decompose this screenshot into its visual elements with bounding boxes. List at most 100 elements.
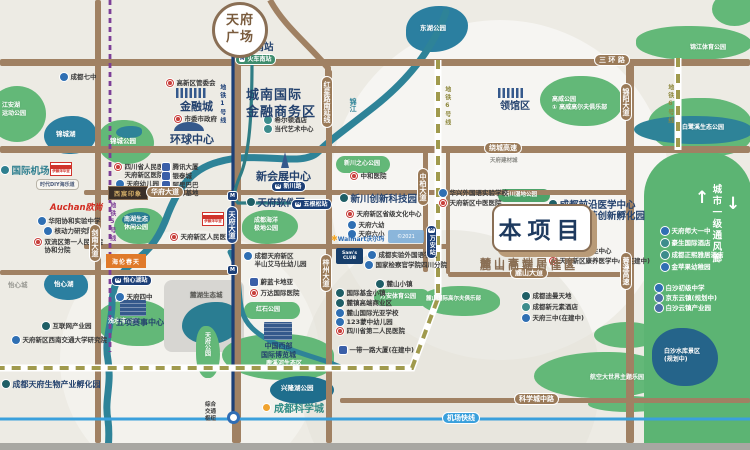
label-line: 新川创新科技园	[350, 194, 418, 205]
label-line: 锦江体育公园	[690, 44, 727, 51]
metro-logo-icon: M	[115, 277, 122, 284]
poi-label: 天府新区人民医院	[181, 233, 233, 241]
project-title: 本项目	[498, 218, 586, 244]
poi: 成都新元素酒店	[522, 303, 578, 311]
science-city-logo: 成都科学城	[262, 400, 324, 415]
block-icon	[264, 322, 292, 340]
label-line: 新川湿地公园	[504, 192, 538, 198]
poi-label: 天府新区中医医院	[450, 199, 502, 207]
label-line: 成都正熙雅居酒店	[671, 251, 724, 259]
school-icon	[365, 261, 373, 269]
poi: 新川创新科技园	[340, 194, 417, 206]
park-label: 成都海洋极地公园	[254, 217, 278, 232]
label-line: 极地公园	[254, 224, 279, 232]
park-label: 红石公园	[256, 306, 280, 314]
label-line: 半山艾马仕幼儿园	[254, 260, 307, 269]
label-line: 国家检察官学院四川分院	[375, 261, 448, 269]
poi-label: 天府六幼	[359, 221, 385, 229]
poi-label: 成都正熙雅居酒店	[672, 251, 724, 259]
poi-label: 麓山国际光亚学校	[347, 309, 399, 317]
poi-label: 国家检察官学院四川分院	[376, 261, 448, 269]
poi-label: 天府三中(在建中)	[533, 314, 584, 322]
label-line: 123蒙中幼儿园	[346, 318, 393, 326]
tianfu-square-line2: 广场	[225, 30, 254, 45]
tower-icon	[281, 152, 289, 168]
poi-label: 高新区管委会	[177, 79, 216, 87]
metro-line-label: 地铁1号线	[218, 84, 226, 125]
poi: 国家检察官学院四川分院	[365, 261, 447, 269]
brand-label: 西宸印象	[113, 190, 142, 198]
poi: 四川省第二人民医院	[336, 327, 405, 335]
park-label: 麓山国际高尔夫俱乐部	[426, 296, 481, 303]
road-horizontal	[0, 270, 237, 275]
label-line: 高威公园	[552, 96, 577, 103]
park-area	[712, 0, 750, 26]
plane-icon	[1, 166, 9, 174]
school-icon	[439, 189, 447, 197]
park-label: 鹿溪河生态区	[266, 360, 302, 368]
label-line: 天府六幼	[358, 221, 385, 229]
poi: 腾讯大厦	[162, 163, 199, 171]
label-line: 京东云镇(规划中)	[665, 294, 717, 302]
road-label-pill: 机场快线	[442, 412, 480, 425]
poi: 麓镇高端商业区	[336, 299, 392, 307]
landmark-icon	[247, 198, 255, 206]
poi-label: 成都新元素酒店	[533, 303, 579, 311]
cloud-icon	[655, 304, 663, 312]
park-label: 航空大世界主题乐园	[590, 374, 644, 382]
school-icon	[244, 252, 252, 260]
label-line: 高新区管委会	[176, 79, 216, 87]
landmark-icon	[2, 380, 10, 388]
area-label: 城南国际金融商务区	[246, 88, 316, 122]
red-icon	[336, 327, 344, 335]
label-line: 南湖生态	[124, 216, 149, 223]
poi-label: 新川创新科技园	[351, 194, 418, 206]
poi-label: 成都七中	[71, 73, 97, 81]
label-line: 天府公园	[203, 332, 211, 356]
label-line: 麓镇高端商业区	[346, 299, 393, 307]
metro-line-label: 地铁6号线	[666, 84, 674, 125]
red-icon	[439, 199, 447, 207]
poi: 天府新区康养医学中心(在建中)	[549, 257, 650, 265]
label-line: 生物医药创新孵化园	[559, 211, 646, 222]
metro-station-icon: M	[228, 192, 237, 200]
poi-label: 核动力研究院	[55, 227, 94, 235]
poi: 麓山小镇	[376, 280, 413, 288]
label-line: 天府三中(在建中)	[532, 314, 584, 322]
landmark-label: 环球中心	[170, 133, 214, 147]
walmart-spark-icon: ✱	[331, 234, 338, 243]
label-line: 鹿溪河生态区	[266, 360, 303, 367]
red-icon	[549, 257, 557, 265]
road-horizontal	[0, 146, 750, 153]
metro-logo-icon: M	[295, 201, 302, 208]
label-line: 怡心湖	[54, 280, 74, 288]
poi-label: 天府新区西南交通大学研究院	[23, 336, 108, 344]
poi: 蔚蓝卡地亚	[250, 278, 293, 286]
school-icon	[44, 227, 52, 235]
park-label: 锦城湖	[56, 130, 76, 138]
brand-pill: 时代DIY海乐道	[36, 179, 79, 190]
poi-label: 白沙云镇产业园	[666, 304, 712, 312]
park-label: 锦江体育公园	[690, 44, 726, 52]
label-line: 中和医院	[360, 172, 387, 180]
label-line: 麓山国际高尔夫俱乐部	[426, 296, 482, 302]
building-icon	[162, 163, 170, 171]
label-line: 麓山小镇	[386, 280, 413, 288]
road-horizontal	[0, 59, 750, 66]
poi-label: 腾讯大厦	[173, 163, 199, 171]
label-line: 麓山高端居住区	[480, 257, 578, 270]
park-label: 新川之心公园	[344, 160, 380, 168]
transport-hub-circle	[227, 411, 240, 424]
park-area	[540, 76, 622, 126]
poi: 天府新区中医医院	[439, 199, 502, 207]
road-label-pill: 中柏大道	[417, 168, 430, 206]
brand-walmart: ✱Walmart沃尔玛	[330, 234, 384, 243]
poi-label: 成都天府新区半山艾马仕幼儿园	[255, 252, 307, 269]
label-line: 白沙水库景区	[664, 348, 701, 355]
road-vertical	[446, 146, 450, 274]
project-box: 本项目	[492, 204, 592, 252]
